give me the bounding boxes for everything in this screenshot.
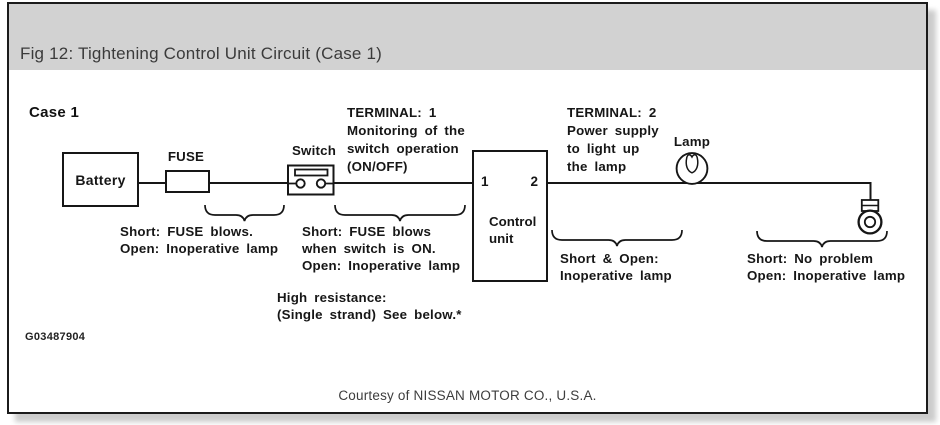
- underbrace-switch-segment: [334, 204, 466, 222]
- circuit-diagram: Case 1 Battery FUSE Switch 1 2 Control u…: [9, 4, 930, 416]
- lamp-label: Lamp: [673, 134, 711, 149]
- underbrace-terminal2-segment: [551, 229, 683, 247]
- underbrace-lamp-segment: [756, 230, 888, 248]
- control-unit-terminal-2: 2: [530, 174, 538, 189]
- note-lamp-segment: Short: No problem Open: Inoperative lamp: [747, 251, 906, 283]
- control-unit-label: Control unit: [489, 214, 537, 246]
- lamp-icon: [675, 152, 709, 185]
- control-unit-box: 1 2 Control unit: [472, 150, 548, 282]
- fuse-box: [165, 170, 210, 193]
- fuse-label: FUSE: [167, 149, 205, 164]
- case-label: Case 1: [29, 104, 80, 121]
- note-high-resistance: High resistance: (Single strand) See bel…: [277, 290, 462, 322]
- bulb-socket-icon: [857, 199, 883, 235]
- wire-controlunit-lamp: [548, 182, 872, 200]
- note-fuse-segment: Short: FUSE blows. Open: Inoperative lam…: [120, 224, 279, 256]
- battery-box: Battery: [62, 152, 139, 207]
- terminal1-note: TERMINAL: 1 Monitoring of the switch ope…: [347, 105, 465, 174]
- switch-label: Switch: [291, 143, 337, 158]
- credit-line: Courtesy of NISSAN MOTOR CO., U.S.A.: [338, 388, 597, 403]
- switch-icon: [287, 164, 335, 196]
- note-switch-segment: Short: FUSE blows when switch is ON. Ope…: [302, 224, 461, 273]
- figure-title: Fig 12: Tightening Control Unit Circuit …: [20, 44, 383, 63]
- control-unit-terminal-1: 1: [481, 174, 489, 189]
- note-terminal2-segment: Short & Open: Inoperative lamp: [560, 251, 672, 283]
- circuit-artwork: [136, 152, 888, 248]
- figure-id: G03487904: [25, 331, 86, 343]
- terminal2-note: TERMINAL: 2 Power supply to light up the…: [567, 105, 659, 174]
- figure-header: Fig 12: Tightening Control Unit Circuit …: [9, 4, 926, 70]
- battery-label: Battery: [75, 171, 126, 188]
- underbrace-fuse-segment: [204, 204, 285, 222]
- figure-panel: Fig 12: Tightening Control Unit Circuit …: [7, 2, 928, 414]
